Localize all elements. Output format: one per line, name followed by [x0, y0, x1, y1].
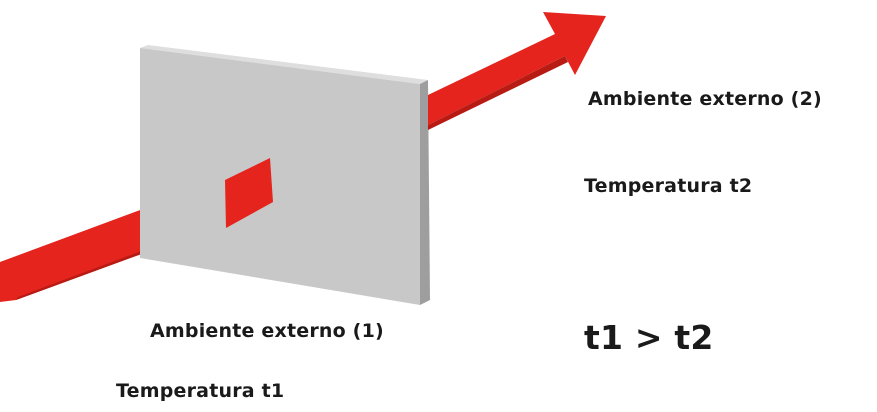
outgoing-heat-arrow-shadow — [428, 56, 568, 130]
temperature-relation-label: t1 > t2 — [584, 318, 714, 357]
external-environment-2-label: Ambiente externo (2) — [588, 88, 822, 110]
wall-top-edge — [140, 45, 428, 84]
outgoing-heat-arrow — [428, 12, 606, 125]
temperature-2-label: Temperatura t2 — [584, 175, 753, 197]
heat-through-wall-arrow — [225, 158, 273, 228]
wall-side — [420, 80, 430, 305]
temperature-1-label: Temperatura t1 — [116, 380, 285, 402]
wall-face — [140, 48, 420, 305]
external-environment-1-label: Ambiente externo (1) — [150, 320, 384, 342]
